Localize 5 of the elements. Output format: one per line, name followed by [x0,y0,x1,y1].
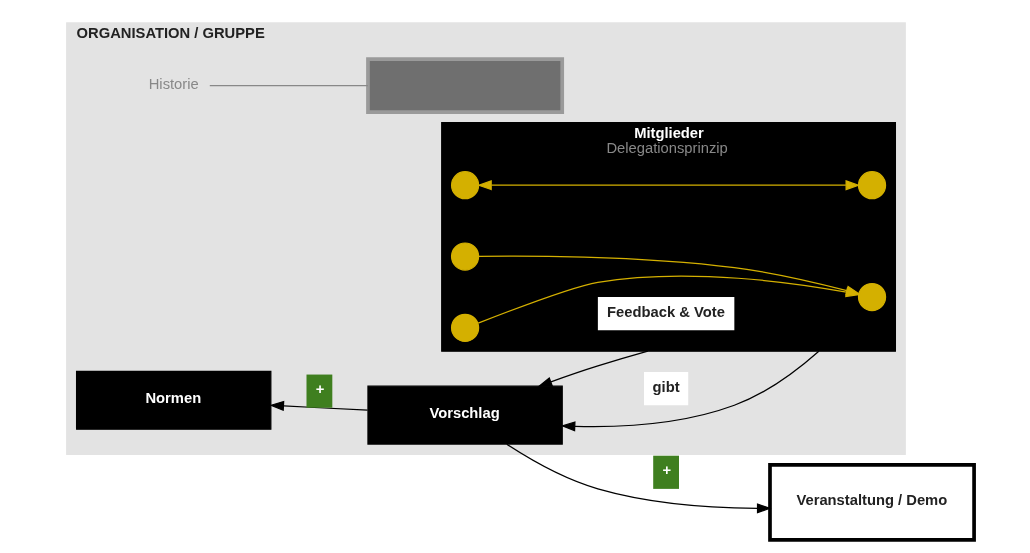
edge-label: + [315,381,324,398]
edge-label: + [661,462,671,479]
edge-label: gibt [652,378,680,395]
node-text: Historie [148,76,199,93]
edge-label: Feedback & Vote [606,303,725,320]
